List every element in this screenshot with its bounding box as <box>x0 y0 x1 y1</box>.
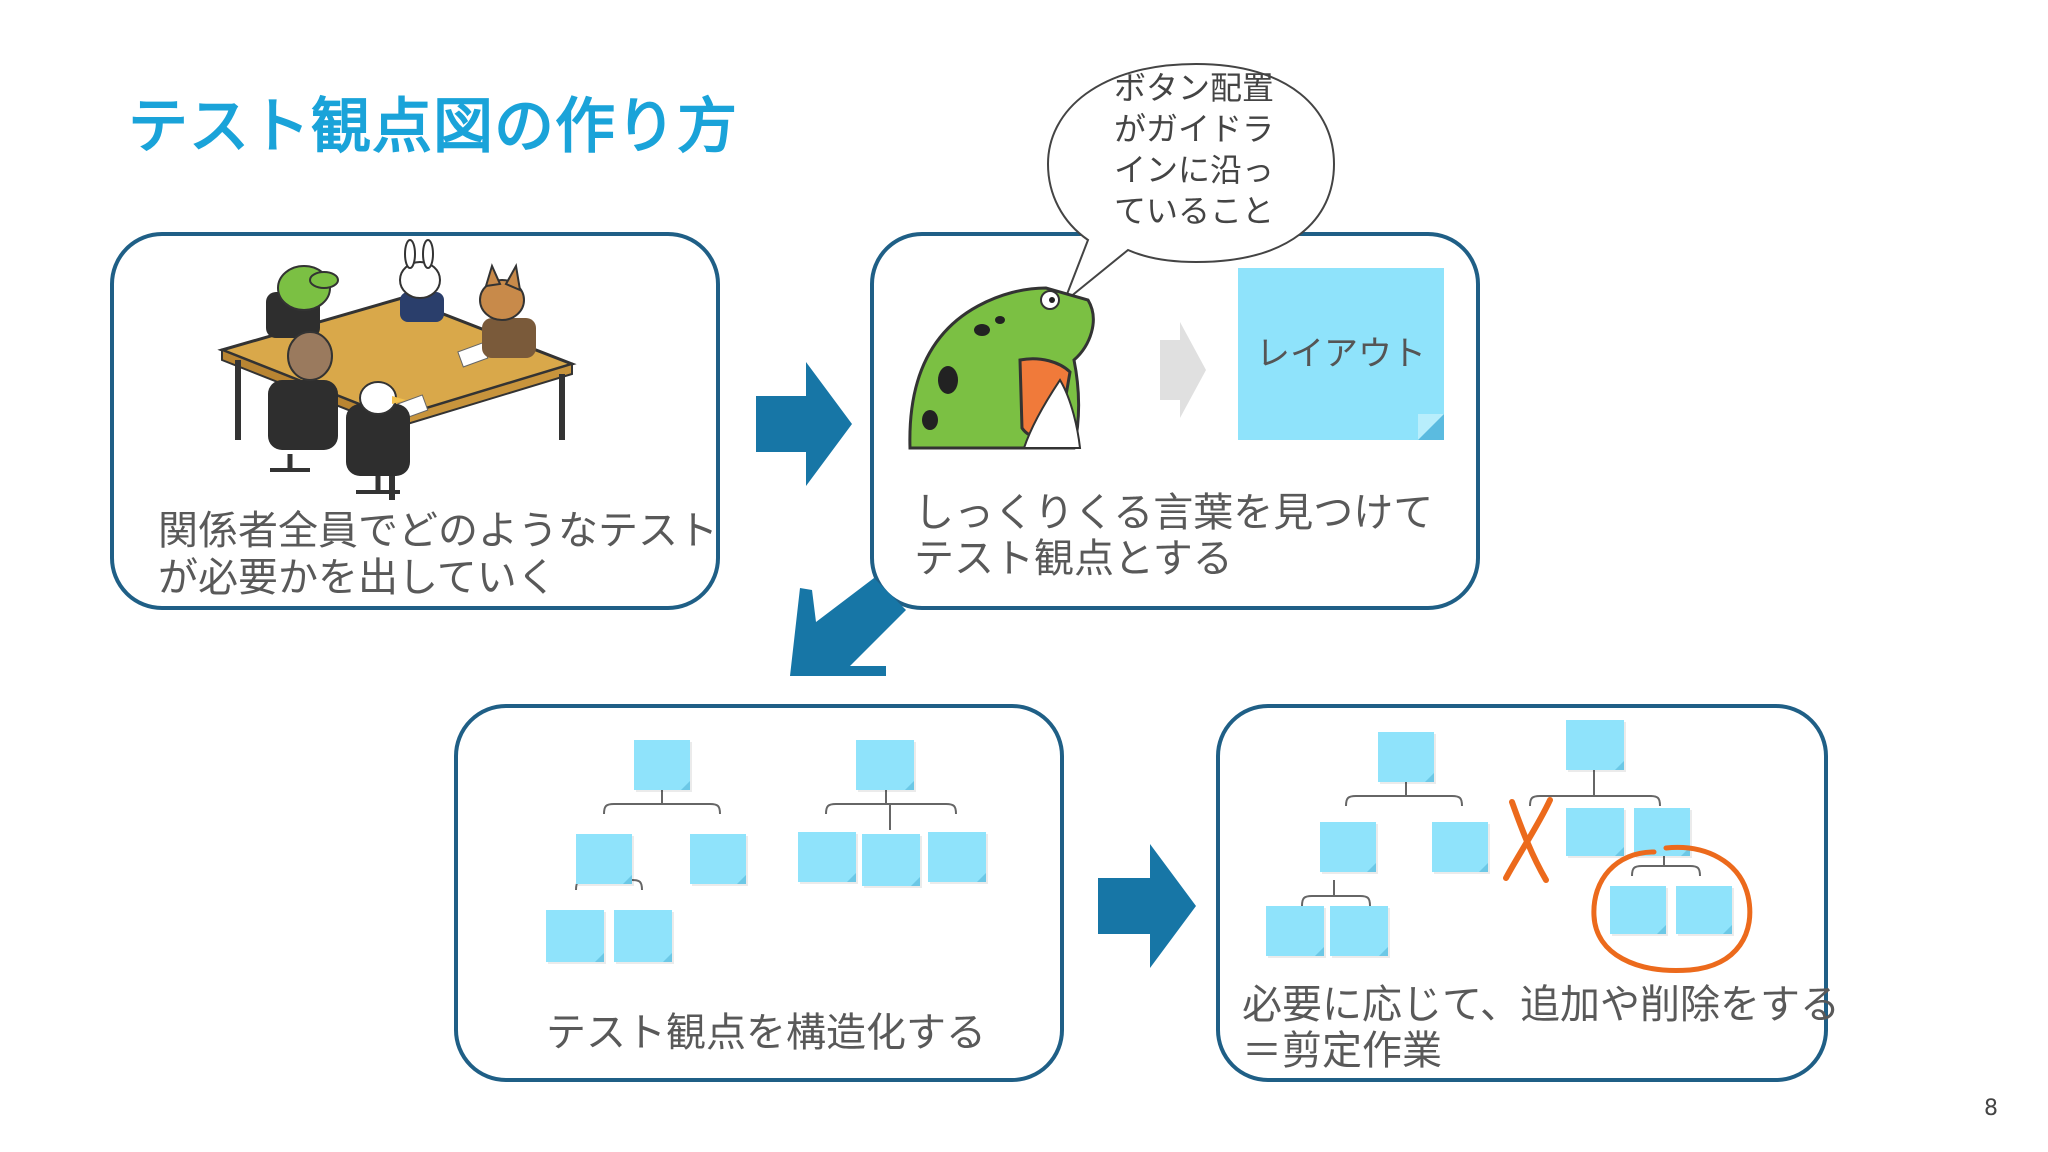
sticky-note <box>856 740 914 790</box>
sticky-note <box>1676 886 1732 934</box>
sticky-note <box>576 834 632 884</box>
prune-caption-line1: 必要に応じて、追加や削除をする <box>1242 982 1840 1028</box>
wording-caption-line1: しっくりくる言葉を見つけて <box>914 490 1434 536</box>
arrow-right-icon <box>1160 322 1206 418</box>
circle-annotation-icon <box>1591 844 1753 974</box>
sticky-note <box>1610 886 1666 934</box>
sticky-note <box>1566 720 1624 770</box>
sticky-note <box>1432 822 1488 872</box>
panel-prune <box>1216 704 1828 1082</box>
speech-line-2: がガイドラ <box>1113 110 1274 148</box>
speech-line-4: ていること <box>1113 192 1274 230</box>
arrow-right-icon <box>1098 844 1196 968</box>
sticky-note <box>1378 732 1434 782</box>
speech-bubble-text: ボタン配置 がガイドラ インに沿っ ていること <box>1094 68 1294 232</box>
sticky-note <box>798 832 856 882</box>
frog-character-icon <box>908 286 1095 450</box>
arrow-right-icon <box>756 362 852 486</box>
sticky-note <box>1330 906 1388 956</box>
layout-sticky-note: レイアウト <box>1238 268 1444 440</box>
prune-caption-line2: ＝剪定作業 <box>1242 1028 1442 1074</box>
panel-structure <box>454 704 1064 1082</box>
sticky-note <box>614 910 672 962</box>
sticky-note <box>690 834 746 884</box>
sticky-note <box>862 834 920 886</box>
rabbit-character-icon <box>399 239 444 322</box>
wording-caption-line2: テスト観点とする <box>914 536 1233 582</box>
sticky-note <box>546 910 604 962</box>
sticky-note <box>1566 808 1624 856</box>
sticky-note <box>1266 906 1324 956</box>
structure-caption: テスト観点を構造化する <box>546 1010 986 1056</box>
delete-x-mark-icon <box>1503 797 1553 883</box>
arrow-down-left-icon <box>790 578 906 676</box>
speech-line-1: ボタン配置 <box>1113 69 1274 107</box>
monkey-character-icon <box>268 331 338 472</box>
meeting-caption-line1: 関係者全員でどのようなテスト <box>158 508 718 554</box>
page-number: 8 <box>1984 1096 1998 1121</box>
sticky-note <box>1320 822 1376 872</box>
slide-title: テスト観点図の作り方 <box>128 92 738 162</box>
fox-character-icon <box>479 263 536 358</box>
sticky-note <box>928 832 986 882</box>
bird-character-icon <box>346 381 410 494</box>
crocodile-character-icon <box>266 265 339 338</box>
meeting-caption-line2: が必要かを出していく <box>158 555 557 601</box>
sticky-note <box>634 740 690 790</box>
speech-line-3: インに沿っ <box>1113 151 1274 189</box>
layout-note-label: レイアウト <box>1256 334 1426 374</box>
